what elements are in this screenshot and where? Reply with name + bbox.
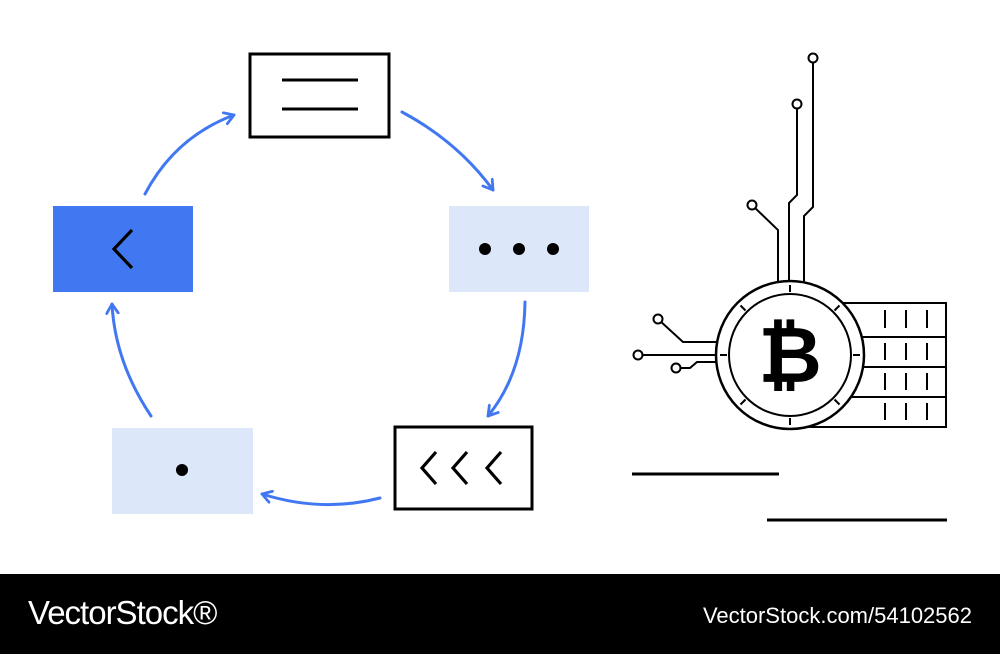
hamburger-lines-icon bbox=[282, 78, 358, 111]
ground-lines bbox=[632, 472, 947, 522]
cycle-diagram bbox=[53, 52, 589, 514]
illustration: ₿ bbox=[53, 52, 947, 522]
brand-logo: VectorStock® bbox=[28, 594, 217, 631]
coin-stack bbox=[799, 302, 947, 428]
menu-box bbox=[248, 52, 391, 139]
bitcoin-circuit: ₿ bbox=[632, 52, 947, 522]
bitcoin-coin: ₿ bbox=[714, 279, 866, 431]
arrow-left-up bbox=[112, 302, 153, 418]
dot-box bbox=[112, 428, 253, 514]
ellipsis-icon bbox=[479, 243, 559, 255]
circuit-traces bbox=[640, 62, 814, 369]
back-box bbox=[53, 206, 193, 292]
circuit-nodes bbox=[632, 52, 819, 374]
arrow-left-top bbox=[143, 115, 236, 196]
bitcoin-icon: ₿ bbox=[758, 311, 822, 401]
coin-stack-edges bbox=[884, 310, 928, 420]
triple-chevron-left-icon bbox=[419, 450, 503, 486]
arrow-right-down bbox=[486, 300, 527, 418]
cycle-arrows bbox=[112, 110, 527, 507]
arrow-bottom-left bbox=[260, 494, 382, 507]
stock-id: VectorStock.com/54102562 bbox=[702, 603, 972, 628]
dot-icon bbox=[176, 464, 188, 476]
arrow-top-right bbox=[400, 110, 495, 192]
coin-ticks bbox=[720, 285, 860, 425]
chevron-left-icon bbox=[111, 228, 134, 270]
rewind-box bbox=[393, 425, 534, 511]
footer-bar: VectorStock® VectorStock.com/54102562 bbox=[0, 574, 1000, 654]
dots-box bbox=[449, 206, 589, 292]
